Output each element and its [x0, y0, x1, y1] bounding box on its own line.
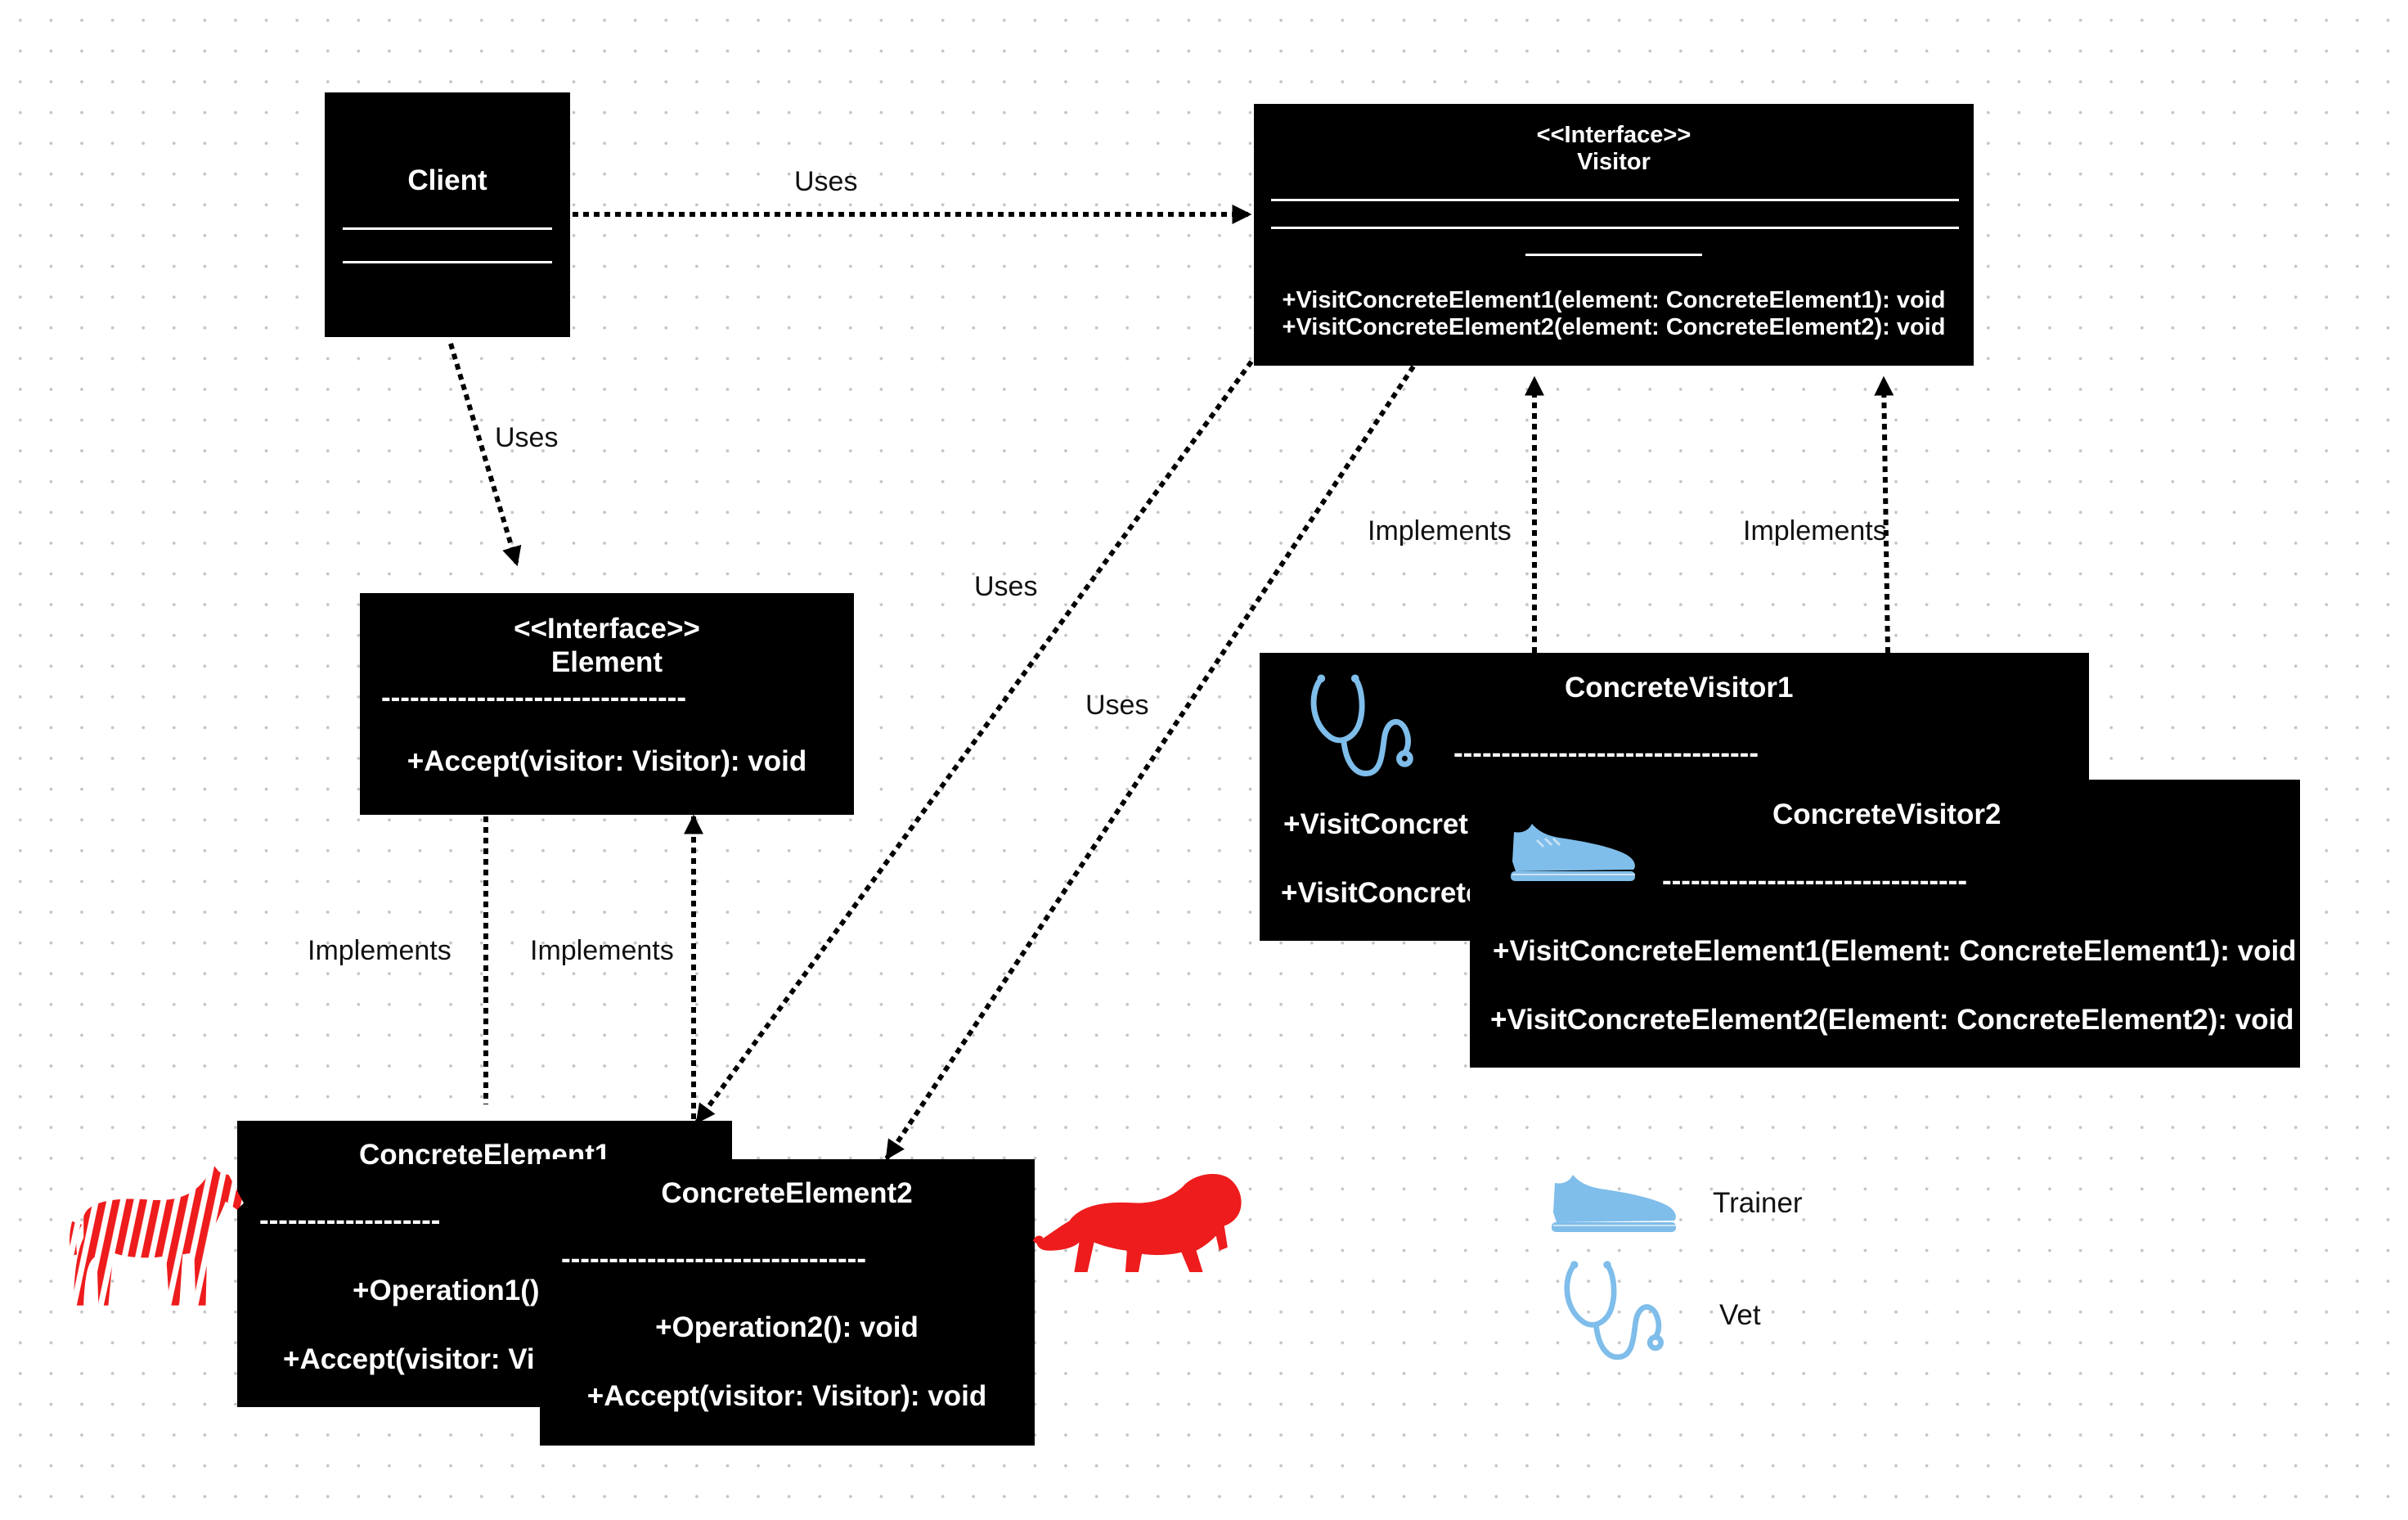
element-method-1: +Accept(visitor: Visitor): void [407, 745, 807, 777]
label-visitor-ce2-right: Uses [1085, 690, 1149, 721]
concrete-element2-name: ConcreteElement2 [661, 1177, 913, 1209]
concrete-visitor2-divider: -------------------------------- [1662, 865, 1967, 897]
zebra-icon [70, 1163, 244, 1306]
concrete-visitor2-box[interactable]: ConcreteVisitor2 -----------------------… [1470, 780, 2300, 1068]
label-cv1-visitor: Implements [1368, 515, 1512, 546]
legend-vet-label: Vet [1719, 1299, 1761, 1331]
concrete-visitor2-name: ConcreteVisitor2 [1772, 798, 2001, 830]
element-interface-box[interactable]: <<Interface>> Element ------------------… [360, 593, 854, 815]
label-visitor-ce2-left: Uses [974, 571, 1038, 602]
visitor-stereotype: <<Interface>> [1536, 122, 1691, 148]
stethoscope-icon [1310, 674, 1413, 776]
concrete-visitor2-method-2: +VisitConcreteElement2(Element: Concrete… [1490, 1004, 2294, 1036]
label-ce2-element: Implements [530, 935, 674, 966]
legend-trainer-label: Trainer [1713, 1187, 1803, 1219]
label-client-element: Uses [495, 422, 559, 453]
visitor-method-1: +VisitConcreteElement1(element: Concrete… [1282, 287, 1946, 313]
element-stereotype: <<Interface>> [514, 613, 700, 645]
label-ce1-element: Implements [308, 935, 452, 966]
label-cv2-visitor: Implements [1743, 515, 1887, 546]
legend-sneaker-icon [1552, 1175, 1676, 1232]
concrete-visitor1-method-2: +VisitConcrete [1281, 877, 1482, 909]
concrete-element1-method-1: +Operation1() [353, 1275, 540, 1306]
client-class-box[interactable]: Client [325, 92, 570, 337]
legend-stethoscope-icon [1564, 1261, 1664, 1360]
visitor-method-2: +VisitConcreteElement2(element: Concrete… [1282, 314, 1946, 340]
visitor-divider-3 [1525, 254, 1702, 256]
concrete-element2-box[interactable]: ConcreteElement2 -----------------------… [540, 1159, 1035, 1446]
concrete-element2-method-1: +Operation2(): void [655, 1311, 919, 1343]
label-client-visitor: Uses [794, 166, 858, 197]
concrete-visitor1-name: ConcreteVisitor1 [1565, 672, 1794, 704]
concrete-visitor1-divider: -------------------------------- [1453, 737, 1759, 769]
visitor-class-name: Visitor [1577, 149, 1651, 175]
visitor-divider-1 [1271, 199, 1959, 201]
client-attribute-divider [343, 227, 552, 230]
concrete-visitor1-method-1: +VisitConcret [1283, 808, 1468, 840]
lion-icon [1033, 1174, 1242, 1272]
concrete-element1-method-2: +Accept(visitor: Vi [283, 1343, 535, 1375]
concrete-element2-divider: -------------------------------- [561, 1243, 866, 1275]
client-class-name: Client [407, 164, 487, 196]
concrete-element1-divider: ------------------- [259, 1204, 441, 1236]
element-class-name: Element [550, 646, 663, 678]
concrete-visitor2-method-1: +VisitConcreteElement1(Element: Concrete… [1493, 935, 2297, 967]
edge-client-element [448, 343, 522, 567]
concrete-element2-method-2: +Accept(visitor: Visitor): void [586, 1380, 987, 1412]
client-method-divider [343, 261, 552, 263]
visitor-divider-2 [1271, 227, 1959, 229]
element-divider: -------------------------------- [381, 681, 686, 713]
visitor-interface-box[interactable]: <<Interface>> Visitor +VisitConcreteElem… [1254, 104, 1974, 366]
sneaker-icon [1511, 824, 1635, 881]
